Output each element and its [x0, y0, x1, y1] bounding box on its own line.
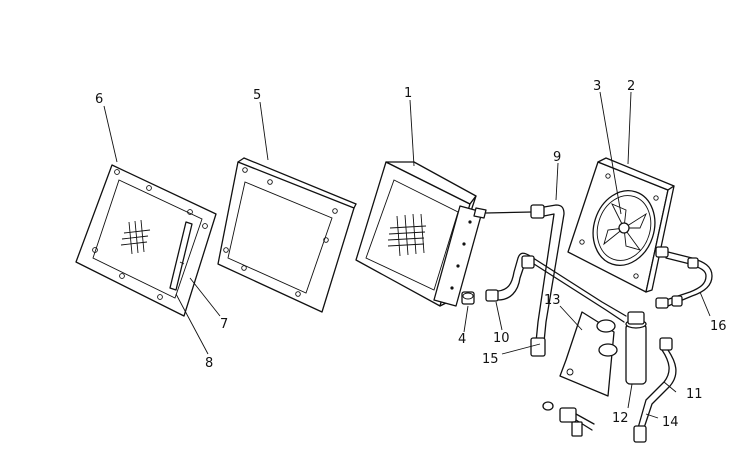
callout-15: 15	[482, 352, 499, 367]
callout-12: 12	[612, 411, 629, 426]
part-3-fan-blades	[603, 203, 647, 251]
part-13-bracket	[559, 311, 618, 397]
part-4-fitting	[461, 291, 475, 305]
part-2-fan-housing	[567, 157, 675, 293]
callout-16: 16	[710, 319, 727, 334]
part-5-frame	[217, 157, 357, 313]
callout-1: 1	[404, 86, 412, 101]
callouts: 6 5 1 9 3 2 7 8 4 10 15 13 16 11 12 14	[95, 79, 727, 430]
part-12-canister	[625, 311, 647, 385]
callout-14: 14	[662, 415, 679, 430]
part-10-pipe	[485, 252, 627, 323]
callout-13: 13	[544, 293, 561, 308]
part-16-hose	[655, 246, 713, 309]
callout-8: 8	[205, 356, 213, 371]
part-9-pipe	[485, 204, 565, 357]
callout-7: 7	[220, 317, 228, 332]
bolt-assembly	[542, 401, 595, 437]
part-6-front-cover	[75, 164, 217, 317]
callout-10: 10	[493, 331, 510, 346]
callout-5: 5	[253, 88, 261, 103]
callout-2: 2	[627, 79, 635, 94]
callout-6: 6	[95, 92, 103, 107]
leader-lines	[103, 91, 711, 419]
callout-9: 9	[553, 150, 561, 165]
part-1-mesh	[387, 213, 427, 257]
part-1-core	[355, 161, 487, 307]
callout-11: 11	[686, 387, 703, 402]
part-6-mesh	[120, 219, 151, 255]
callout-3: 3	[593, 79, 601, 94]
part-11-hose	[633, 337, 677, 443]
callout-4: 4	[458, 332, 466, 347]
